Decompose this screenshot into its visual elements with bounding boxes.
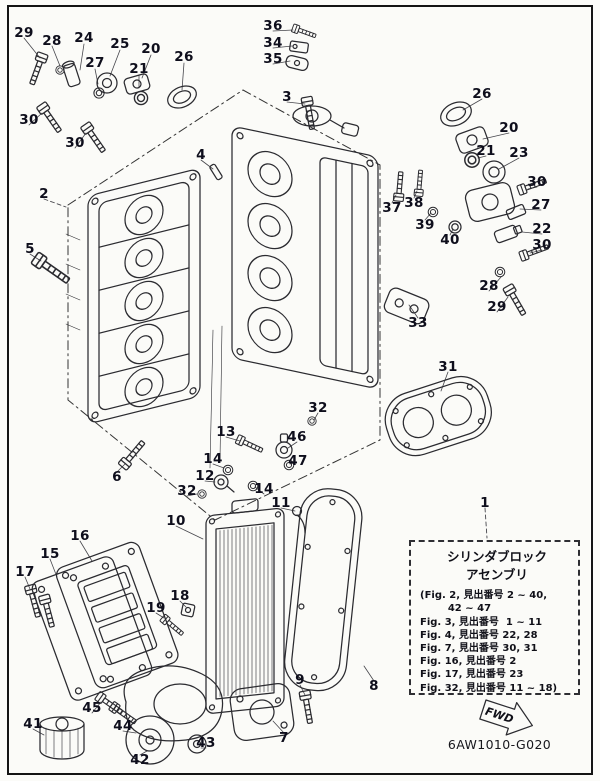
fwd-arrow: FWD: [479, 699, 533, 736]
throttle-top-art: [292, 105, 360, 137]
assembly-info-box: シリンダブロック アセンブリ (Fig. 2, 見出番号 2 ~ 40, 42 …: [409, 540, 580, 695]
oil-passage-lines: [209, 325, 223, 469]
thermostat-cluster-right-art: [440, 101, 527, 244]
oil-pump-art: [123, 665, 224, 765]
thermostat-cluster-left-art: [55, 60, 197, 109]
separator-10-art: [205, 498, 285, 714]
bracket-33-art: [383, 287, 430, 325]
assembly-title-line2: アセンブリ: [466, 567, 528, 583]
gasket-15-art: [31, 556, 153, 701]
info-box-line: Fig. 7, 見出番号 30, 31: [420, 643, 538, 655]
info-box-line: Fig. 4, 見出番号 22, 28: [420, 629, 538, 641]
dowel-4-art: [209, 163, 223, 181]
info-box-line: (Fig. 2, 見出番号 2 ~ 40,: [420, 590, 548, 602]
assembly-title-line1: シリンダブロック: [446, 549, 547, 564]
cylinder-block-art: [231, 127, 379, 388]
info-box-line: 42 ~ 47: [420, 603, 492, 615]
adapter-7-art: [229, 683, 295, 741]
small-fittings-art: [180, 206, 506, 618]
info-box-line: Fig. 32, 見出番号 11 ~ 18): [420, 682, 558, 694]
cover-16-art: [55, 541, 179, 689]
drawing-number: 6AW1010-G020: [447, 737, 552, 752]
pipe-11-art: [291, 505, 306, 534]
info-box-line: Fig. 16, 見出番号 2: [420, 656, 517, 668]
info-box-line: Fig. 3, 見出番号 1 ~ 11: [420, 616, 543, 628]
dashed-leader-lines: [43, 198, 488, 539]
assembly-boundary-dashline: [67, 89, 381, 521]
info-box-line: Fig. 17, 見出番号 23: [420, 669, 524, 681]
gasket-31-art: [384, 375, 492, 457]
oil-filter-41-art: [39, 716, 85, 760]
anode-parts-art: [285, 40, 309, 72]
gasket-8-art: [284, 488, 363, 692]
stud-lines: [65, 233, 81, 331]
crankcase-half-art: [87, 169, 201, 423]
